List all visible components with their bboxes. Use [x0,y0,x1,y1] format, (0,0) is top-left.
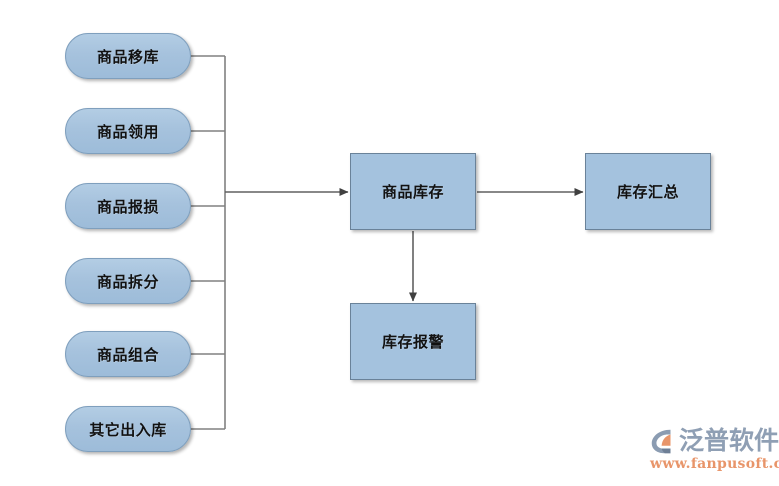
node-product-combine[interactable]: 商品组合 [65,331,191,377]
node-label: 商品库存 [381,183,444,201]
node-inventory-summary[interactable]: 库存汇总 [585,153,711,230]
node-label: 商品报损 [96,197,159,216]
watermark-url-text: www.fanpusoft.com [650,456,779,472]
node-other-inbound-outbound[interactable]: 其它出入库 [65,406,191,452]
watermark: 泛普软件 www.fanpusoft.com [648,424,779,480]
node-product-inventory[interactable]: 商品库存 [350,153,476,230]
watermark-brand-text: 泛普软件 [679,426,779,455]
node-label: 商品组合 [96,345,159,364]
node-label: 商品领用 [96,122,159,141]
node-inventory-alert[interactable]: 库存报警 [350,303,476,380]
node-label: 库存汇总 [616,183,679,201]
node-label: 库存报警 [381,333,444,351]
node-product-damage[interactable]: 商品报损 [65,183,191,229]
node-product-move[interactable]: 商品移库 [65,33,191,79]
fanpu-logo-icon [651,429,671,454]
node-product-requisition[interactable]: 商品领用 [65,108,191,154]
watermark-brand-row: 泛普软件 [648,424,779,458]
node-label: 商品移库 [96,47,159,66]
node-label: 其它出入库 [89,420,167,439]
node-label: 商品拆分 [96,272,159,291]
node-product-split[interactable]: 商品拆分 [65,258,191,304]
